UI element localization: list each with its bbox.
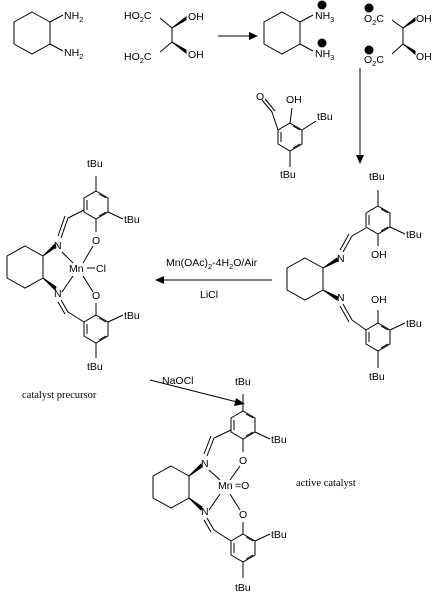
- svg-text:O: O: [92, 235, 100, 247]
- svg-text:N: N: [337, 292, 345, 304]
- cyclohexanediamine: NH2 NH2: [13, 10, 83, 61]
- svg-text:O2C: O2C: [364, 13, 384, 27]
- reagent-mn-oac: Mn(OAc)2-4H2O/Air: [166, 257, 258, 271]
- mn-salen-chloride: N N tBu tBu O Mn Cl O tBu tBu catalyst p…: [6, 158, 140, 401]
- reaction-arrow-condensation: [356, 68, 364, 164]
- svg-text:=O: =O: [235, 480, 249, 492]
- svg-text:N: N: [201, 458, 209, 470]
- reaction-arrow-metallation: Mn(OAc)2-4H2O/Air LiCl: [155, 257, 272, 301]
- svg-text:−: −: [366, 46, 371, 55]
- reagent-naocl: NaOCl: [162, 375, 194, 387]
- svg-text:Cl: Cl: [96, 263, 106, 275]
- svg-text:HO2C: HO2C: [124, 51, 152, 65]
- svg-text:HO2C: HO2C: [124, 10, 152, 24]
- svg-text:tBu: tBu: [87, 158, 103, 170]
- svg-text:O: O: [239, 455, 247, 467]
- svg-text:OH: OH: [371, 249, 387, 261]
- svg-text:OH: OH: [188, 11, 204, 23]
- caption-active-catalyst: active catalyst: [296, 478, 356, 489]
- reagent-licl: LiCl: [200, 289, 218, 301]
- svg-text:tBu: tBu: [406, 318, 422, 330]
- mn-oxo-salen: N N tBu tBu O Mn =O O tBu tBu active cat…: [152, 376, 356, 594]
- svg-text:OH: OH: [416, 51, 432, 63]
- svg-text:tBu: tBu: [235, 376, 251, 388]
- svg-text:−: −: [366, 4, 371, 13]
- svg-text:Mn: Mn: [69, 263, 84, 275]
- svg-text:O2C: O2C: [364, 54, 384, 68]
- svg-text:tBu: tBu: [271, 434, 287, 446]
- svg-text:+: +: [319, 39, 324, 48]
- svg-text:O: O: [239, 509, 247, 521]
- ammonium-salt: NH3 NH3 + + − − O2C O2C OH OH: [263, 0, 432, 68]
- svg-text:tBu: tBu: [317, 111, 333, 123]
- svg-text:Mn: Mn: [218, 480, 233, 492]
- svg-text:tBu: tBu: [406, 229, 422, 241]
- amine-label-top: NH2: [64, 10, 83, 24]
- amine-label-bottom: NH2: [64, 47, 83, 61]
- svg-text:OH: OH: [416, 13, 432, 25]
- reaction-arrow-oxidation: NaOCl: [149, 375, 245, 406]
- svg-text:tBu: tBu: [369, 371, 385, 383]
- svg-text:OH: OH: [371, 294, 387, 306]
- svg-text:O: O: [256, 91, 264, 103]
- svg-text:O: O: [92, 290, 100, 302]
- reaction-arrow-salt-formation: [218, 32, 258, 40]
- svg-text:N: N: [54, 288, 62, 300]
- svg-text:N: N: [337, 253, 345, 265]
- tartaric-acid: HO2C HO2C OH OH: [124, 10, 204, 65]
- svg-text:tBu: tBu: [235, 582, 251, 594]
- svg-text:tBu: tBu: [280, 169, 296, 181]
- svg-text:tBu: tBu: [124, 214, 140, 226]
- cyclohexane-ring: [13, 11, 51, 55]
- svg-text:tBu: tBu: [271, 529, 287, 541]
- svg-text:tBu: tBu: [87, 361, 103, 373]
- svg-text:NH3: NH3: [315, 10, 334, 24]
- caption-catalyst-precursor: catalyst precursor: [22, 390, 97, 401]
- svg-text:N: N: [54, 240, 62, 252]
- svg-text:+: +: [319, 1, 324, 10]
- salen-ligand: N N tBu tBu OH OH tBu tBu: [286, 171, 422, 383]
- di-tert-butyl-salicylaldehyde: O OH tBu tBu: [256, 91, 333, 181]
- svg-text:tBu: tBu: [124, 310, 140, 322]
- svg-text:N: N: [201, 506, 209, 518]
- svg-text:OH: OH: [286, 94, 302, 106]
- svg-text:NH3: NH3: [315, 48, 334, 62]
- svg-text:tBu: tBu: [369, 171, 385, 183]
- svg-text:OH: OH: [188, 49, 204, 61]
